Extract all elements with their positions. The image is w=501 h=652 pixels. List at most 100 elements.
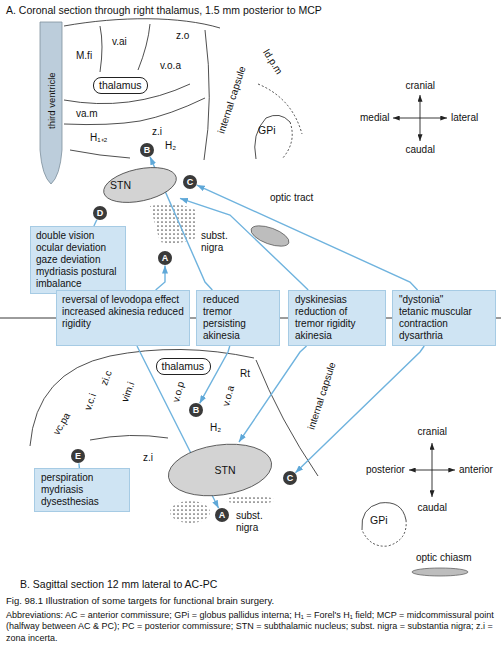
structure-label: v.c.i bbox=[81, 392, 98, 412]
compass-axis bbox=[393, 118, 447, 119]
target-circle: B bbox=[140, 143, 154, 157]
structure-label: v.ai bbox=[112, 36, 127, 48]
direction-label: posterior bbox=[366, 464, 405, 476]
separator-line bbox=[280, 318, 288, 319]
coronal-outlines bbox=[64, 19, 302, 160]
target-letter: B bbox=[144, 145, 151, 155]
gpi-region: GPi bbox=[250, 112, 296, 162]
gpi-border-dashed bbox=[282, 122, 292, 159]
target-circle: C bbox=[183, 175, 197, 189]
node-text: double vision ocular deviation gaze devi… bbox=[36, 230, 120, 290]
direction-label: medial bbox=[360, 112, 389, 124]
structure-label: H₁₊₂ bbox=[90, 132, 107, 144]
structure-label: internal capsule bbox=[215, 65, 248, 135]
node-text: perspiration mydriasis dysesthesias bbox=[41, 472, 107, 508]
structure-label: H₂ bbox=[210, 422, 221, 434]
direction-label: cranial bbox=[406, 80, 435, 92]
target-circle: D bbox=[93, 206, 107, 220]
callout-box: reduced tremor persisting akinesia bbox=[196, 290, 280, 346]
abbreviation-note: Abbreviations: AC = anterior commissure;… bbox=[6, 610, 495, 644]
panel-title: A. Coronal section through right thalamu… bbox=[6, 4, 322, 17]
callout-box: reversal of levodopa effect increased ak… bbox=[56, 290, 190, 346]
callout-box: perspiration mydriasis dysesthesias bbox=[34, 468, 130, 512]
panel-title: B. Sagittal section 12 mm lateral to AC-… bbox=[20, 578, 217, 591]
target-letter: E bbox=[75, 451, 81, 461]
callout-box: "dystonia" tetanic muscular contraction … bbox=[392, 290, 496, 346]
compass-axis bbox=[432, 443, 433, 497]
structure-label: M.fi bbox=[76, 50, 92, 62]
structure-label: z.o bbox=[176, 30, 189, 42]
gpi-outline bbox=[250, 112, 296, 162]
direction-label: anterior bbox=[459, 464, 493, 476]
nucleus-boundary bbox=[138, 24, 150, 70]
structure-label: v.o.a bbox=[160, 60, 181, 72]
stn-ellipse bbox=[165, 438, 275, 502]
target-connector bbox=[239, 346, 307, 442]
structure-label: subst. nigra bbox=[201, 230, 233, 254]
gpi-region: GPi bbox=[358, 500, 408, 548]
target-letter: A bbox=[162, 253, 169, 263]
optic-tract-shape bbox=[248, 222, 291, 251]
compass-a bbox=[393, 95, 447, 141]
structure-label: third ventricle bbox=[45, 72, 56, 129]
thalamus-boundary bbox=[30, 349, 254, 446]
forel-field-border bbox=[70, 150, 130, 158]
structure-label: v.o.a bbox=[219, 384, 236, 407]
structure-label: z.i bbox=[143, 452, 153, 464]
substantia-nigra-dots bbox=[170, 501, 210, 523]
target-letter: C bbox=[187, 177, 194, 187]
compass-b bbox=[409, 443, 455, 497]
structure-label: vc.pa bbox=[51, 411, 73, 438]
node-text: thalamus bbox=[99, 79, 142, 91]
thalamus-lower-boundary bbox=[64, 98, 205, 125]
compass-axis bbox=[409, 470, 455, 471]
direction-label: caudal bbox=[418, 502, 447, 514]
target-connector bbox=[197, 185, 418, 290]
compass-axis bbox=[420, 95, 421, 141]
separator-line bbox=[0, 318, 56, 319]
substantia-nigra-dots bbox=[226, 496, 274, 505]
thalamus-box: thalamus bbox=[156, 358, 211, 375]
node-text: GPi bbox=[370, 514, 388, 526]
node-text: STN bbox=[110, 179, 131, 191]
gpi-border bbox=[255, 115, 290, 159]
structure-label: v.o.p bbox=[169, 380, 186, 403]
structure-label: internal capsule bbox=[305, 361, 338, 431]
direction-label: caudal bbox=[406, 144, 435, 156]
target-circle: A bbox=[215, 508, 229, 522]
third-ventricle-shape bbox=[40, 22, 62, 184]
structure-label: ld.p.m bbox=[260, 47, 285, 76]
node-text: reduced tremor persisting akinesia bbox=[203, 294, 258, 342]
target-letter: A bbox=[219, 510, 226, 520]
node-text: dyskinesias reduction of tremor rigidity… bbox=[295, 294, 367, 342]
separator-line bbox=[496, 318, 501, 319]
thalamus-box: thalamus bbox=[93, 77, 148, 94]
internal-capsule-border bbox=[204, 30, 209, 160]
stn-region: STN bbox=[165, 442, 275, 498]
direction-label: lateral bbox=[451, 112, 478, 124]
callout-box: double vision ocular deviation gaze devi… bbox=[30, 226, 126, 294]
nucleus-boundary bbox=[100, 26, 102, 72]
structure-label: vim.i bbox=[119, 380, 137, 403]
target-letter: D bbox=[97, 208, 104, 218]
sagittal-outlines bbox=[30, 349, 318, 476]
gpi-border bbox=[362, 503, 406, 530]
figure-caption: Fig. 98.1 Illustration of some targets f… bbox=[6, 595, 495, 607]
target-circle: A bbox=[158, 251, 172, 265]
node-text: "dystonia" tetanic muscular contraction … bbox=[399, 294, 474, 342]
zona-incerta-border bbox=[90, 435, 168, 440]
direction-label: cranial bbox=[418, 426, 447, 438]
target-connector bbox=[295, 346, 424, 473]
structure-label: va.m bbox=[76, 108, 98, 120]
thalamus-boundary bbox=[64, 19, 220, 28]
structure-label: z.i bbox=[152, 126, 162, 138]
structure-label: optic tract bbox=[270, 192, 313, 204]
substantia-nigra-dots bbox=[150, 204, 196, 244]
target-circle: B bbox=[189, 403, 203, 417]
target-circle: C bbox=[283, 471, 297, 485]
structure-label: H₂ bbox=[165, 140, 176, 152]
optic-chiasm-shape bbox=[412, 568, 468, 576]
target-connector bbox=[156, 266, 165, 291]
callout-box: dyskinesias reduction of tremor rigidity… bbox=[288, 290, 386, 346]
